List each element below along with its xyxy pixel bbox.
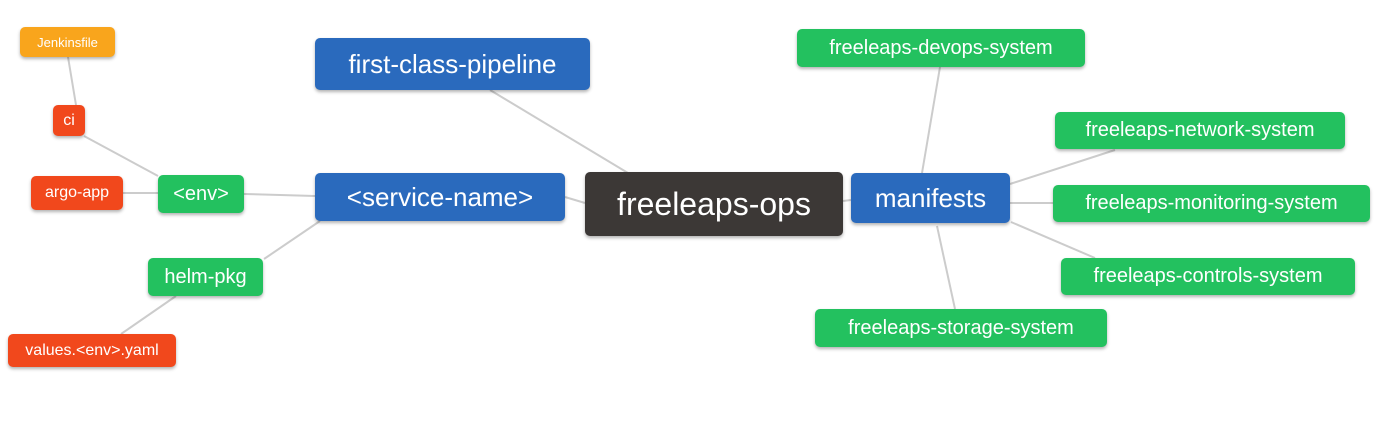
node-helm-pkg-label: helm-pkg	[164, 265, 247, 288]
edge-devops_system-manifests	[921, 66, 941, 174]
node-ci[interactable]: ci	[53, 105, 85, 136]
node-values-env-yaml[interactable]: values.<env>.yaml	[8, 334, 176, 367]
node-jenkinsfile-label: Jenkinsfile	[37, 34, 98, 50]
node-first-class-pipeline-label: first-class-pipeline	[348, 48, 557, 79]
node-env-label: <env>	[173, 182, 229, 205]
edge-freeleaps_ops-manifests	[842, 199, 852, 202]
node-freeleaps-monitoring-system[interactable]: freeleaps-monitoring-system	[1053, 185, 1370, 222]
node-argo-app[interactable]: argo-app	[31, 176, 123, 210]
edge-manifests-storage_system	[936, 225, 956, 310]
node-manifests-label: manifests	[874, 182, 987, 213]
node-argo-app-label: argo-app	[44, 184, 110, 201]
edge-service_name-helm_pkg	[263, 220, 321, 260]
node-service-name[interactable]: <service-name>	[315, 173, 565, 221]
node-freeleaps-monitoring-system-label: freeleaps-monitoring-system	[1085, 192, 1338, 214]
node-freeleaps-storage-system-label: freeleaps-storage-system	[848, 316, 1074, 339]
node-first-class-pipeline[interactable]: first-class-pipeline	[315, 38, 590, 90]
edge-jenkinsfile-ci	[67, 56, 77, 106]
node-jenkinsfile[interactable]: Jenkinsfile	[20, 27, 115, 57]
node-env[interactable]: <env>	[158, 175, 244, 213]
node-freeleaps-devops-system-label: freeleaps-devops-system	[829, 36, 1053, 59]
node-ci-label: ci	[63, 111, 75, 129]
edge-env-service_name	[243, 193, 316, 197]
edge-manifests-network_system	[1009, 149, 1116, 185]
edge-service_name-freeleaps_ops	[564, 196, 586, 204]
node-helm-pkg[interactable]: helm-pkg	[148, 258, 263, 296]
node-freeleaps-storage-system[interactable]: freeleaps-storage-system	[815, 309, 1107, 347]
node-manifests[interactable]: manifests	[851, 173, 1010, 223]
node-freeleaps-controls-system[interactable]: freeleaps-controls-system	[1061, 258, 1355, 295]
node-freeleaps-controls-system-label: freeleaps-controls-system	[1093, 265, 1323, 287]
node-values-env-yaml-label: values.<env>.yaml	[25, 341, 159, 359]
edge-helm_pkg-values_env_yaml	[120, 295, 177, 335]
node-freeleaps-devops-system[interactable]: freeleaps-devops-system	[797, 29, 1085, 67]
node-freeleaps-network-system[interactable]: freeleaps-network-system	[1055, 112, 1345, 149]
node-freeleaps-ops-label: freeleaps-ops	[617, 185, 811, 222]
edge-first_class_pipeline-freeleaps_ops	[489, 89, 629, 174]
node-freeleaps-ops[interactable]: freeleaps-ops	[585, 172, 843, 236]
edge-manifests-controls_system	[1010, 221, 1096, 259]
node-service-name-label: <service-name>	[346, 181, 534, 212]
edge-ci-env	[83, 135, 159, 177]
node-freeleaps-network-system-label: freeleaps-network-system	[1085, 119, 1315, 141]
